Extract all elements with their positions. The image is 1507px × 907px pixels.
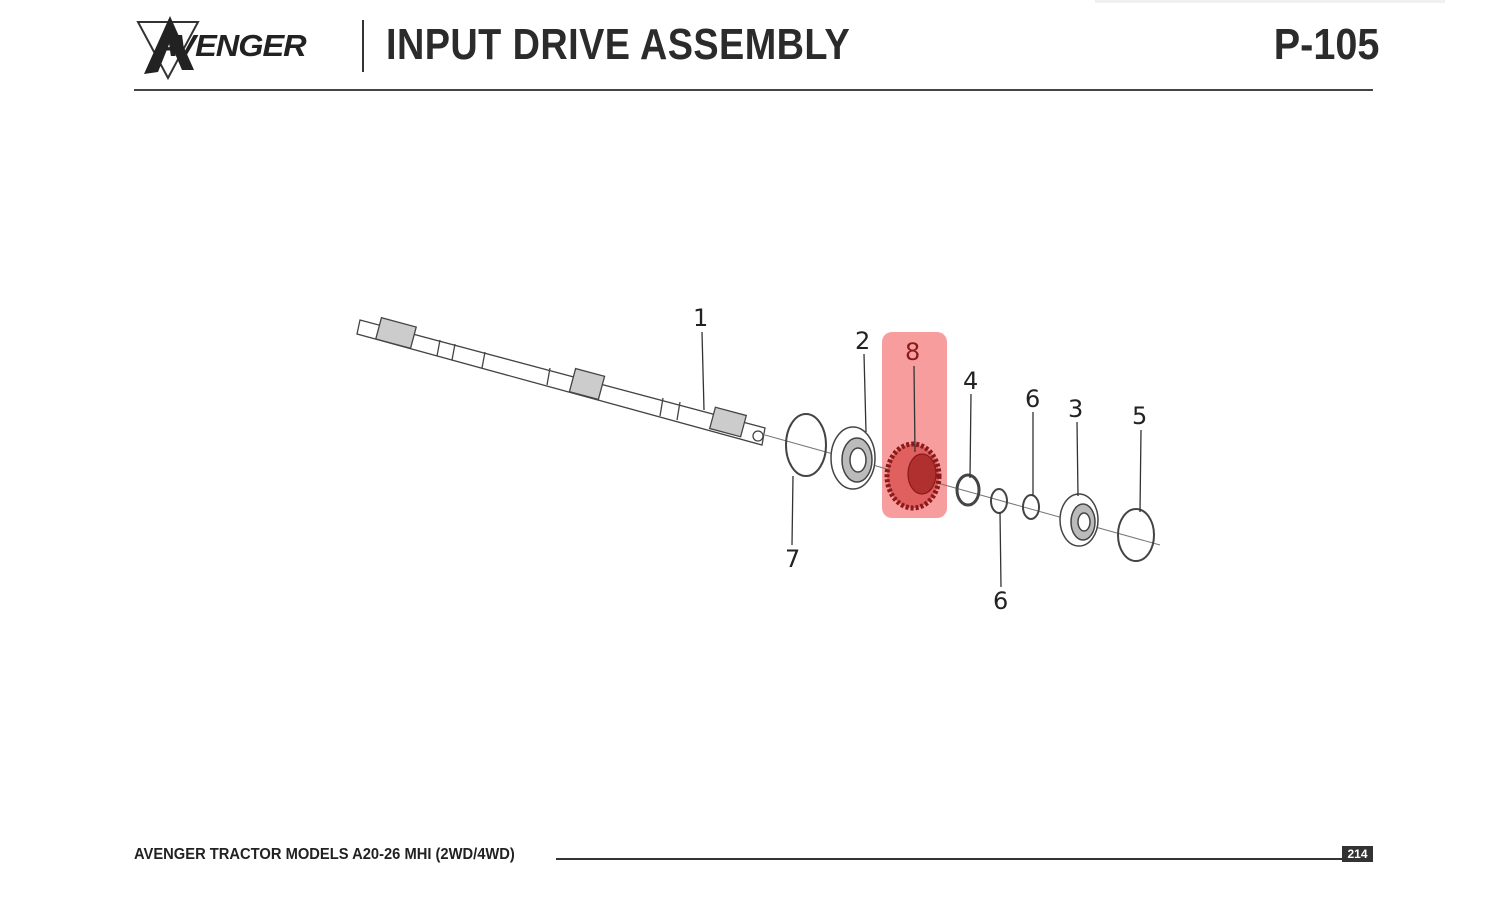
part-7-ring[interactable] (785, 413, 827, 477)
page-title: INPUT DRIVE ASSEMBLY (386, 20, 851, 69)
callout-6-upper: 6 (1025, 385, 1040, 413)
footer-model-text: AVENGER TRACTOR MODELS A20-26 MHI (2WD/4… (134, 846, 515, 863)
callout-8: 8 (905, 338, 920, 366)
part-5-snap-ring[interactable] (1117, 508, 1155, 562)
title-divider (362, 20, 364, 72)
top-shade (1095, 0, 1445, 3)
header-rule (134, 89, 1373, 91)
callout-6-lower: 6 (993, 587, 1008, 615)
part-1-input-shaft[interactable] (356, 316, 766, 446)
callout-7: 7 (785, 545, 800, 573)
callout-4: 4 (963, 367, 978, 395)
part-6-circlip-upper[interactable] (1022, 494, 1040, 520)
avenger-logo (136, 16, 200, 80)
callout-3: 3 (1068, 395, 1083, 423)
part-4-washer[interactable] (955, 473, 981, 507)
page-code: P-105 (1273, 20, 1379, 69)
callout-1: 1 (693, 304, 708, 332)
part-8-gear[interactable] (884, 441, 942, 511)
page-number: 214 (1342, 846, 1373, 862)
part-3-bearing[interactable] (1059, 493, 1099, 547)
part-2-bearing[interactable] (830, 426, 876, 490)
callout-2: 2 (855, 327, 870, 355)
part-6-circlip-lower[interactable] (990, 488, 1008, 514)
brand-name: AVENGER (154, 28, 306, 63)
callout-5: 5 (1132, 402, 1147, 430)
footer-rule (556, 858, 1342, 860)
